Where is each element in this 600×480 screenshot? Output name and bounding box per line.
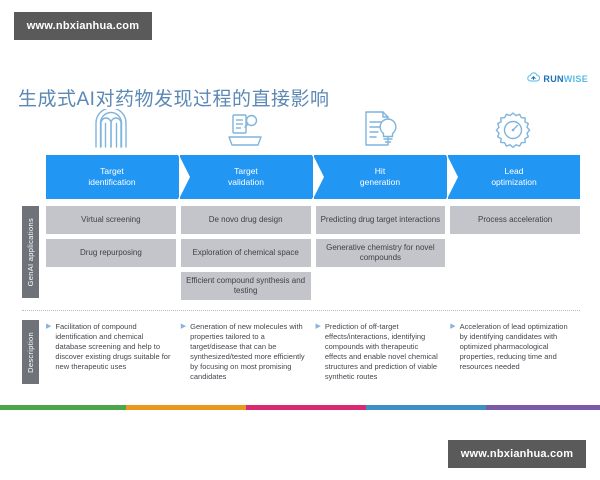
description-item: ▶ Acceleration of lead optimization by i… [450, 322, 580, 382]
section-divider [22, 310, 580, 311]
watermark-top-text: www.nbxianhua.com [26, 20, 140, 32]
clipboard-search-icon [226, 111, 264, 154]
rail-label-text: Description [26, 331, 35, 373]
application-card[interactable]: Process acceleration [450, 206, 580, 234]
stage-label-line1: Hit [374, 166, 386, 176]
page-title: 生成式AI对药物发现过程的直接影响 [18, 89, 330, 110]
brand-logo: RUNWISE [527, 70, 588, 88]
applications-grid: Virtual screening Drug repurposing De no… [46, 206, 580, 300]
bullet-icon: ▶ [180, 323, 187, 330]
application-card[interactable]: Efficient compound synthesis and testing [180, 272, 311, 300]
watermark-top: www.nbxianhua.com [14, 12, 152, 40]
stage-icon-cell [312, 108, 446, 154]
color-bar-segment-1 [126, 405, 246, 410]
stage-chevron-target-validation[interactable]: Target validation [179, 155, 323, 199]
footer-color-bar [0, 405, 600, 410]
color-bar-segment-2 [246, 405, 366, 410]
stage-chevron-lead-optimization[interactable]: Lead optimization [447, 155, 580, 199]
applications-column: Process acceleration [450, 206, 580, 300]
description-item: ▶ Prediction of off-target effects/inter… [316, 322, 446, 382]
bullet-icon: ▶ [450, 323, 456, 330]
logo-text-secondary: WISE [563, 74, 588, 84]
color-bar-segment-0 [0, 405, 126, 410]
watermark-bottom-text: www.nbxianhua.com [460, 448, 574, 460]
stage-chevron-hit-generation[interactable]: Hit generation [313, 155, 457, 199]
document-lightbulb-icon [361, 109, 397, 154]
stage-icon-cell [446, 108, 580, 154]
bullet-icon: ▶ [46, 323, 52, 330]
description-text: Acceleration of lead optimization by ide… [459, 322, 568, 371]
application-card[interactable]: De novo drug design [180, 206, 311, 234]
stage-icon-cell [178, 108, 312, 154]
stage-label-line2: optimization [491, 177, 537, 187]
stage-chevron-target-identification[interactable]: Target identification [46, 155, 189, 199]
description-item: ▶ Facilitation of compound identificatio… [46, 322, 176, 382]
application-card[interactable]: Generative chemistry for novel compounds [315, 239, 446, 267]
fingerprint-icon [94, 107, 128, 154]
stage-label-line1: Target [100, 166, 124, 176]
rail-label-description: Description [22, 320, 39, 384]
stage-icon-row [44, 107, 580, 154]
description-row: ▶ Facilitation of compound identificatio… [46, 322, 580, 382]
cloud-arrow-icon [527, 70, 541, 88]
color-bar-segment-4 [486, 405, 600, 410]
stage-label-line2: identification [88, 177, 136, 187]
applications-column: Predicting drug target interactions Gene… [315, 206, 446, 300]
logo-text-primary: RUN [543, 74, 564, 84]
description-item: ▶ Generation of new molecules with prope… [181, 322, 311, 382]
gear-gauge-icon [494, 111, 532, 154]
stage-icon-cell [44, 107, 178, 154]
description-text: Generation of new molecules with propert… [190, 322, 305, 381]
application-card[interactable]: Virtual screening [46, 206, 176, 234]
application-card[interactable]: Drug repurposing [46, 239, 176, 267]
rail-label-text: GenAI applications [26, 217, 35, 287]
stage-label-line1: Lead [504, 166, 524, 176]
application-card[interactable]: Exploration of chemical space [180, 239, 311, 267]
description-text: Prediction of off-target effects/interac… [324, 322, 438, 381]
stage-label-line2: generation [359, 177, 401, 187]
applications-column: De novo drug design Exploration of chemi… [180, 206, 311, 300]
watermark-bottom: www.nbxianhua.com [448, 440, 586, 468]
rail-label-genai-applications: GenAI applications [22, 206, 39, 298]
stage-chevron-band: Target identification Target validation … [46, 155, 580, 199]
description-text: Facilitation of compound identification … [55, 322, 171, 371]
stage-label-line2: validation [228, 177, 264, 187]
stage-label-line1: Target [234, 166, 258, 176]
color-bar-segment-3 [366, 405, 486, 410]
application-card[interactable]: Predicting drug target interactions [315, 206, 446, 234]
bullet-icon: ▶ [315, 323, 321, 330]
applications-column: Virtual screening Drug repurposing [46, 206, 176, 300]
